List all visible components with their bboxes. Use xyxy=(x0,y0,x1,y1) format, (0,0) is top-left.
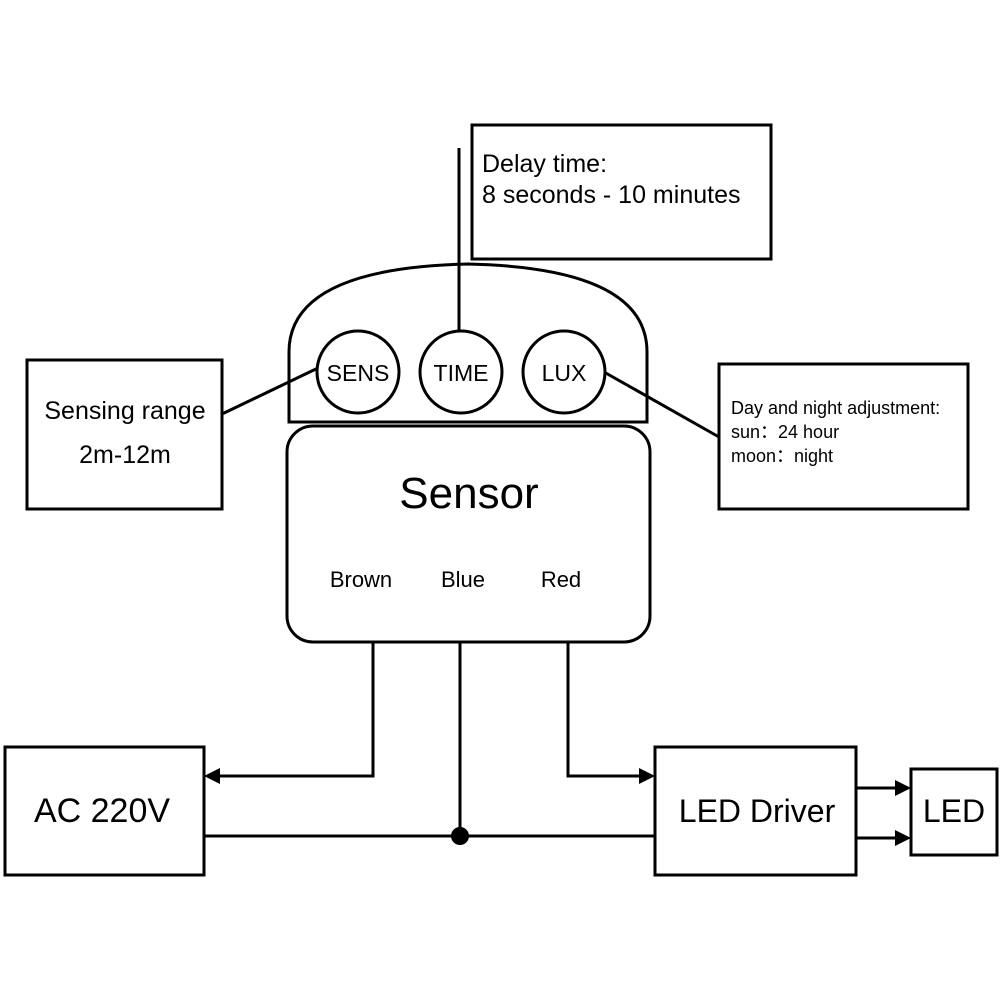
delay-time-box: Delay time: 8 seconds - 10 minutes xyxy=(470,123,773,261)
led-driver-label: LED Driver xyxy=(679,793,836,829)
lux-leader-line xyxy=(603,370,720,439)
time-knob[interactable]: TIME xyxy=(418,329,504,415)
driver-to-led-arrow-bottom xyxy=(895,830,911,846)
sensor-dome xyxy=(287,262,649,424)
led-label: LED xyxy=(923,793,985,829)
lux-adjustment-title: Day and night adjustment: xyxy=(731,398,940,418)
red-wire xyxy=(566,642,641,778)
sens-leader-line xyxy=(221,366,319,416)
sens-knob-label: SENS xyxy=(327,360,390,386)
sensor-title: Sensor xyxy=(399,469,538,518)
wire-label-brown: Brown xyxy=(330,567,392,592)
lux-adjustment-sun: sun：24 hour xyxy=(731,422,839,442)
lux-knob[interactable]: LUX xyxy=(521,329,607,415)
sens-knob[interactable]: SENS xyxy=(315,329,401,415)
time-knob-label: TIME xyxy=(434,360,489,386)
sensing-range-box: Sensing range 2m-12m xyxy=(25,358,224,511)
sensing-range-value: 2m-12m xyxy=(79,441,171,469)
junction-dot xyxy=(451,827,469,845)
ac-220v-box: AC 220V xyxy=(3,745,206,877)
delay-time-title: Delay time: xyxy=(482,150,607,178)
led-driver-box: LED Driver xyxy=(653,745,858,877)
sensor-body: Sensor Brown Blue Red xyxy=(285,424,652,644)
wire-label-blue: Blue xyxy=(441,567,485,592)
brown-wire xyxy=(218,642,375,778)
lux-adjustment-moon: moon：night xyxy=(731,446,833,466)
sensing-range-title: Sensing range xyxy=(44,397,205,425)
red-wire-arrow xyxy=(639,768,655,784)
ac-220v-label: AC 220V xyxy=(34,792,170,830)
delay-time-range: 8 seconds - 10 minutes xyxy=(482,181,740,209)
driver-to-led-arrow-top xyxy=(895,780,911,796)
lux-knob-label: LUX xyxy=(542,360,587,386)
lux-adjustment-box: Day and night adjustment: sun：24 hour mo… xyxy=(717,362,970,511)
led-box: LED xyxy=(909,767,999,857)
wire-label-red: Red xyxy=(541,567,581,592)
brown-wire-arrow xyxy=(204,768,220,784)
